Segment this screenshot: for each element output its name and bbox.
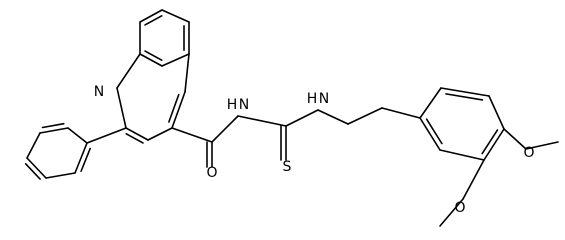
bond-Q4-Q5 — [161, 53, 190, 67]
bond-CH2a-CH2b — [347, 107, 383, 125]
carbonyl-oxygen-label: O — [206, 165, 217, 181]
bond-P6-P1 — [74, 142, 88, 174]
bond-Q1-Q2 — [144, 15, 163, 26]
bond-Q3-N1 — [116, 53, 141, 89]
molecule-structure-diagram: N H N O S H N O O — [24, 9, 559, 227]
bond-R5-O3 — [462, 159, 485, 200]
amide-nh-label: H N — [227, 97, 249, 113]
bond-CH2b-R1 — [381, 107, 421, 119]
bond-C4-Cam — [171, 127, 213, 143]
bond-O4-Me4 — [525, 141, 559, 150]
bond-C4-C4a — [168, 93, 180, 123]
para-methoxy-oxygen-label: O — [523, 145, 534, 161]
atom-label-layer: N H N O S H N O O — [94, 84, 535, 216]
bond-Cam-N2 — [211, 115, 239, 143]
bond-C4a-Q5 — [184, 53, 190, 93]
meta-methoxy-oxygen-label: O — [454, 200, 465, 216]
bond-P6-P1 — [80, 147, 92, 173]
bond-C2-C3 — [125, 133, 144, 144]
bond-N1-C2 — [116, 87, 127, 129]
bond-P2-P3 — [39, 127, 69, 134]
bond-O3-Me3 — [439, 198, 464, 227]
bond-R1-R2 — [419, 87, 442, 119]
bond-C2-P1 — [86, 127, 127, 144]
bond-R2-R3 — [445, 93, 484, 101]
thiourea-nh-label: H N — [307, 91, 329, 107]
thiocarbonyl-sulfur-label: S — [283, 159, 292, 175]
quinoline-nitrogen-label: N — [94, 84, 104, 100]
bond-Ct-N3 — [285, 109, 319, 127]
bond-P2-P3 — [41, 122, 65, 129]
bond-P4-P5 — [24, 163, 41, 180]
bond-R3-R4 — [488, 95, 505, 130]
bond-P1-P2 — [67, 127, 88, 144]
bond-Q6-Q1 — [161, 9, 190, 23]
bond-C2-C3 — [125, 127, 149, 141]
bond-N3-CH2a — [317, 109, 349, 125]
bond-R4-O4 — [503, 128, 527, 150]
bond-C4-C4a — [171, 91, 186, 129]
bond-R6-R1 — [419, 117, 441, 151]
bond-Q1-Q2 — [139, 9, 163, 23]
bond-P5-P6 — [45, 172, 76, 179]
bond-R5-R6 — [439, 149, 485, 161]
bond-R6-R1 — [425, 118, 443, 145]
bond-Q3-Q4 — [144, 50, 163, 61]
bond-R4-R5 — [481, 129, 499, 155]
bond-R4-R5 — [483, 128, 505, 161]
bond-layer — [24, 9, 559, 227]
bond-P4-P5 — [26, 157, 47, 179]
bond-C3-C4 — [147, 127, 173, 141]
bond-P3-P4 — [26, 132, 41, 159]
bond-N2-Ct — [237, 115, 287, 127]
bond-R2-R3 — [440, 87, 490, 97]
bond-Q3-Q4 — [139, 53, 163, 67]
